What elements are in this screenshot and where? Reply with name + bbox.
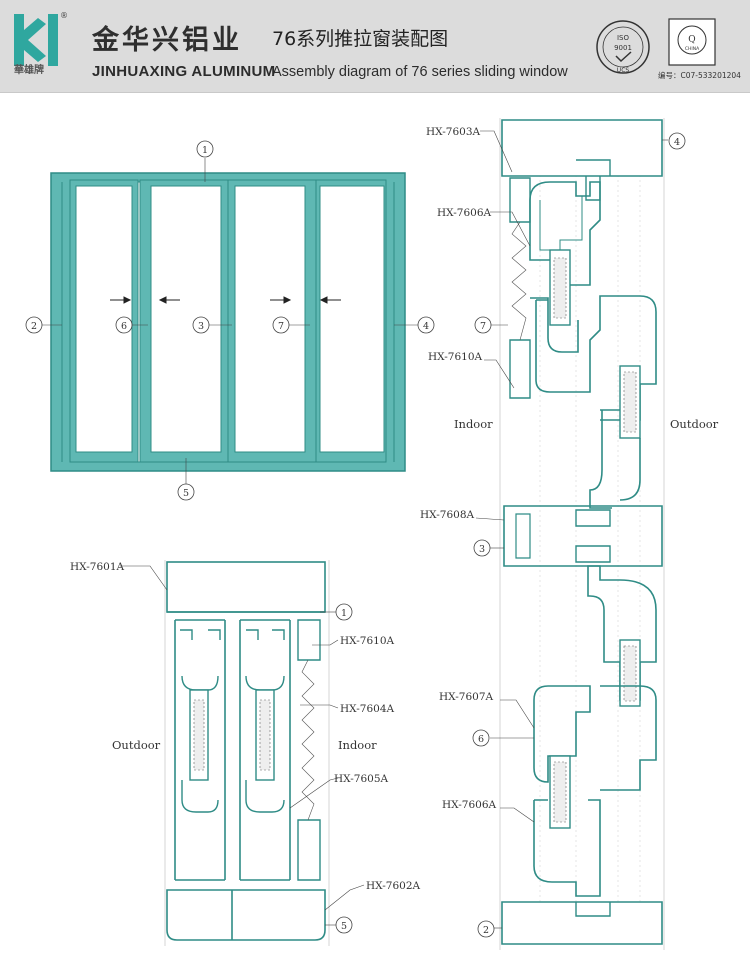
part-hx-7601a: HX-7601A bbox=[70, 561, 125, 573]
certificate-number: 编号：C07-533201204 bbox=[658, 71, 741, 80]
indoor-label-left: Indoor bbox=[338, 738, 377, 752]
callout-7: 7 bbox=[278, 321, 284, 332]
part-hx-7605a: HX-7605A bbox=[334, 773, 389, 785]
part-hx-7610a-right: HX-7610A bbox=[428, 351, 483, 363]
iso-cert-badge: ISO 9001 UCS bbox=[596, 20, 650, 74]
callout-3: 3 bbox=[198, 321, 204, 332]
horizontal-section: 4 7 3 6 2 HX-7603A HX-7606A HX-7610A HX-… bbox=[420, 118, 719, 950]
brand-name-en: JINHUAXING ALUMINUM bbox=[92, 63, 276, 80]
part-hx-7604a: HX-7604A bbox=[340, 703, 395, 715]
title-cn: 76系列推拉窗装配图 bbox=[272, 28, 449, 50]
part-hx-7602a: HX-7602A bbox=[366, 880, 421, 892]
svg-text:®: ® bbox=[60, 11, 68, 20]
vertical-section: 1 5 HX-7601A HX-7610A HX-7604A HX-7605A … bbox=[70, 560, 421, 946]
logo-subtitle: 華雄牌 bbox=[14, 65, 44, 76]
iso-label: ISO bbox=[617, 34, 630, 42]
ucs-label: UCS bbox=[617, 67, 630, 74]
callout-6-section: 6 bbox=[478, 734, 484, 745]
indoor-label-right: Indoor bbox=[454, 417, 493, 431]
part-hx-7608a: HX-7608A bbox=[420, 509, 475, 521]
brand-logo-icon: ® bbox=[14, 11, 68, 66]
china-label: CHINA bbox=[685, 46, 700, 52]
callout-1-section: 1 bbox=[341, 608, 347, 619]
part-hx-7606a-top: HX-7606A bbox=[437, 207, 492, 219]
iso-number: 9001 bbox=[614, 44, 632, 52]
callout-5: 5 bbox=[183, 488, 189, 499]
callout-4: 4 bbox=[423, 321, 429, 332]
callout-4-section: 4 bbox=[674, 137, 680, 148]
callout-3-section: 3 bbox=[479, 544, 485, 555]
part-hx-7610a-left: HX-7610A bbox=[340, 635, 395, 647]
part-hx-7603a: HX-7603A bbox=[426, 126, 481, 138]
callout-7-section: 7 bbox=[480, 321, 486, 332]
callout-2: 2 bbox=[31, 321, 37, 332]
outdoor-label-left: Outdoor bbox=[112, 738, 161, 752]
title-en: Assembly diagram of 76 series sliding wi… bbox=[272, 64, 568, 80]
callout-6: 6 bbox=[121, 321, 127, 332]
callout-1: 1 bbox=[202, 145, 208, 156]
header-bar: ® 華雄牌 金华兴铝业 76系列推拉窗装配图 JINHUAXING ALUMIN… bbox=[0, 0, 750, 93]
outdoor-label-right: Outdoor bbox=[670, 417, 719, 431]
brand-name-cn: 金华兴铝业 bbox=[92, 25, 242, 56]
part-hx-7606a-bottom: HX-7606A bbox=[442, 799, 497, 811]
china-cert-badge: Q CHINA bbox=[668, 18, 716, 66]
callout-2-section: 2 bbox=[483, 925, 489, 936]
part-hx-7607a: HX-7607A bbox=[439, 691, 494, 703]
window-elevation: 1 2 6 3 7 4 5 bbox=[25, 140, 435, 501]
q-letter: Q bbox=[688, 35, 695, 45]
callout-5-section: 5 bbox=[341, 921, 347, 932]
